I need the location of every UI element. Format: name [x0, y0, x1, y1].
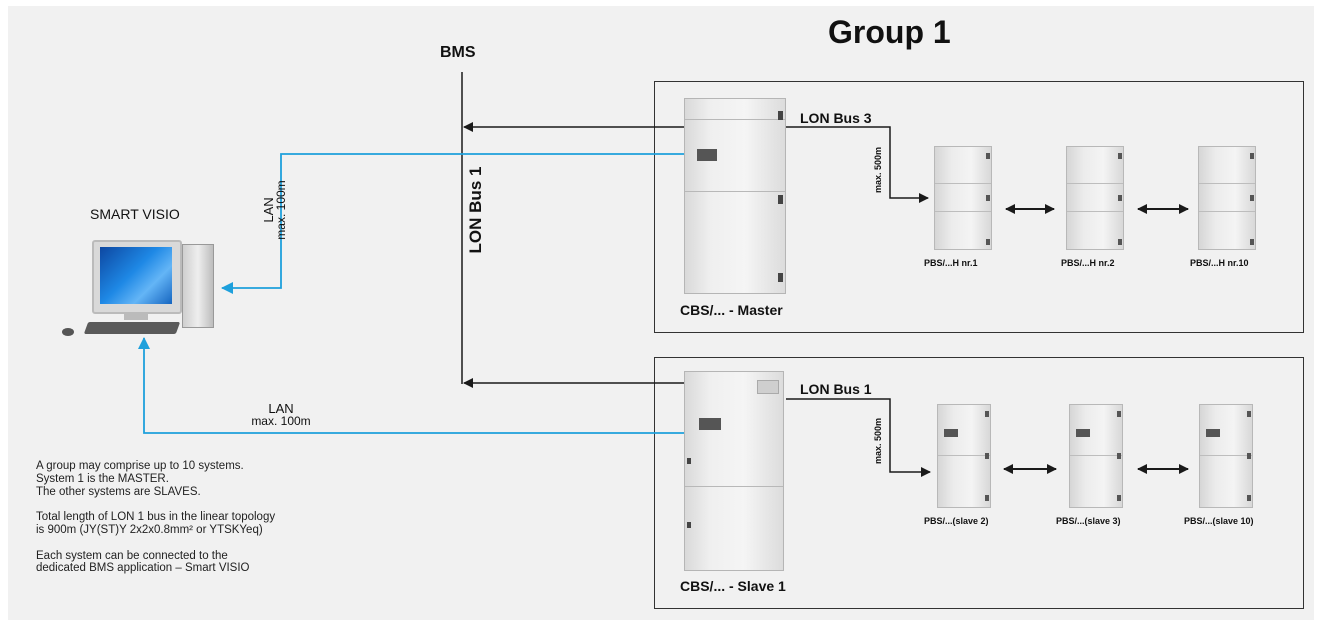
lan-bottom-line	[138, 337, 684, 434]
master-cabinet	[684, 98, 786, 294]
master-pbs-2	[1066, 146, 1124, 250]
lan-top-distance: max. 100m	[274, 180, 288, 240]
note-line: Each system can be connected to the	[36, 549, 228, 562]
monitor-screen	[100, 247, 172, 304]
master-pbs-2-label: PBS/...H nr.2	[1061, 258, 1115, 268]
smart-visio-label: SMART VISIO	[90, 206, 180, 222]
master-pbs-1	[934, 146, 992, 250]
notes-block: A group may comprise up to 10 systems. S…	[36, 460, 275, 575]
lan-bottom-distance: max. 100m	[251, 414, 311, 428]
slave-lon-bus-line	[786, 398, 931, 477]
master-distance-label: max. 500m	[873, 146, 883, 194]
lan-top-label-group: LAN max. 100m	[261, 180, 288, 240]
lon-bus-vertical-label: LON Bus 1	[466, 166, 485, 254]
group-title: Group 1	[828, 14, 951, 50]
note-line: System 1 is the MASTER.	[36, 472, 169, 485]
master-cabinet-label: CBS/... - Master	[680, 302, 783, 318]
master-pbs-3-label: PBS/...H nr.10	[1190, 258, 1249, 268]
note-line: A group may comprise up to 10 systems.	[36, 460, 244, 472]
monitor-stand	[124, 312, 148, 320]
note-line: is 900m (JY(ST)Y 2x2x0.8mm² or YTSKYeq)	[36, 523, 263, 536]
mouse	[62, 328, 74, 336]
slave-pbs-1	[937, 404, 991, 508]
bms-label: BMS	[440, 44, 476, 61]
pc-tower	[182, 244, 214, 328]
slave-bus-label: LON Bus 1	[800, 381, 872, 397]
note-line: Total length of LON 1 bus in the linear …	[36, 511, 276, 524]
note-line: The other systems are SLAVES.	[36, 485, 201, 498]
note-spacer	[36, 537, 275, 550]
keyboard	[83, 322, 181, 334]
slave-pbs-3	[1199, 404, 1253, 508]
master-bus-label: LON Bus 3	[800, 110, 872, 126]
note-spacer	[36, 498, 275, 511]
master-pbs-1-label: PBS/...H nr.1	[924, 258, 978, 268]
lan-bottom-label-group: LAN max. 100m	[246, 402, 316, 428]
slave-pbs-2-label: PBS/...(slave 3)	[1056, 516, 1121, 526]
slave-pbs-3-label: PBS/...(slave 10)	[1184, 516, 1254, 526]
lan-top-line	[221, 153, 684, 294]
master-pbs-3	[1198, 146, 1256, 250]
slave-cabinet-label: CBS/... - Slave 1	[680, 578, 786, 594]
monitor	[92, 240, 182, 314]
slave-cabinet	[684, 371, 784, 571]
slave-pbs-1-label: PBS/...(slave 2)	[924, 516, 989, 526]
slave-distance-label: max. 500m	[873, 417, 883, 465]
master-lon-bus-line	[786, 126, 929, 203]
slave-pbs-2	[1069, 404, 1123, 508]
lan-bottom-label: LAN	[268, 401, 294, 416]
note-line: dedicated BMS application – Smart VISIO	[36, 562, 250, 575]
